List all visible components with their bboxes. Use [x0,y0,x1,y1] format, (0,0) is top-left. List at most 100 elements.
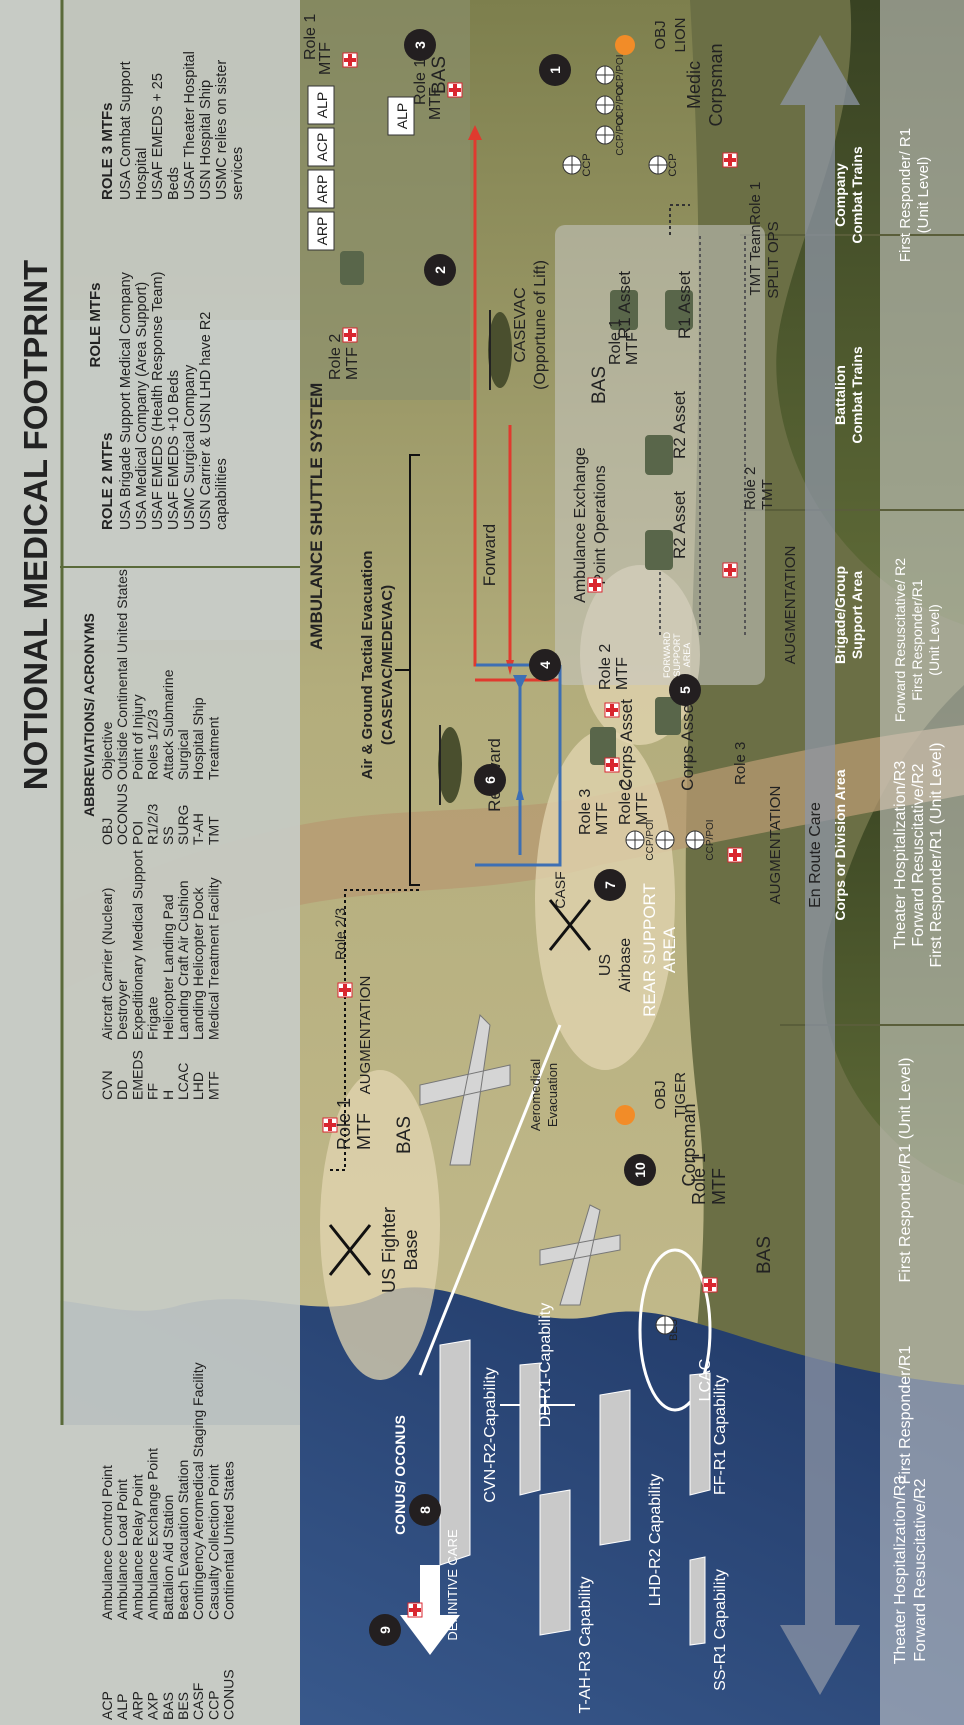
role1-coast: Role 1 [689,1153,709,1205]
role23-aug: AUGMENTATION [357,976,374,1095]
r1-vehicle-1 [610,290,638,330]
role2-item: USN Carrier & USN LHD have R2 [198,312,214,530]
air-ground-label-2: (CASEVAC/MEDEVAC) [379,585,396,745]
ss-ship [689,1556,706,1646]
abbrev-code: EMEDS [129,1050,145,1100]
role2-item: USA Brigade Support Medical Company [118,271,134,530]
abbrev-meaning: Ambulance Load Point [114,1479,130,1620]
abbrev-code: SURG [175,805,191,845]
abbrev-meaning: Beach Evacuation Station [175,1460,191,1620]
timeline-arrow [780,35,860,1695]
number-marker-label: 8 [417,1506,433,1514]
medic-label: Medic [684,61,704,109]
abbrev-code: OBJ [99,818,115,845]
corps-vehicle-2 [655,697,681,735]
role3-corps: Role 3 [577,789,594,835]
alp-chain-box [307,127,335,167]
mtf-coast: MTF [709,1168,729,1205]
abbrev-meaning: Medical Treatment Facility [205,877,221,1040]
number-marker-4 [529,649,561,681]
tah-ship [539,1489,571,1636]
helicopter-rear [438,727,462,803]
role1-fighter: Role 1 [334,1098,354,1150]
page-title: NOTIONAL MEDICAL FOOTPRINT [17,260,54,790]
obj-lion-2: LION [672,17,689,52]
role2-tmt-label: Role 2 [742,467,759,510]
abbrev-code: AXP [145,1692,161,1720]
number-marker-6 [474,764,506,796]
corps-asset-1: Corps Asset [617,699,636,791]
ccp-icon [595,95,615,115]
number-marker-label: 9 [377,1626,393,1634]
r2-vehicle-1 [645,435,673,475]
abbrev-code: CASF [190,1683,206,1720]
abbrev-code: FF [145,1083,161,1100]
us-fighter-1: US Fighter [379,1207,399,1293]
abbrev-meaning: Objective [99,721,115,780]
care-corps-3: First Responder/R1 (Unit Level) [928,743,945,968]
number-marker-9 [369,1614,401,1646]
role2-tmt-aug: AUGMENTATION [782,546,799,665]
ff-label: FF-R1 Capability [712,1375,729,1495]
role-mtfs-heading: ROLE MTFs [87,283,104,368]
role4-1: Role 4 [428,1566,443,1604]
tah-label: T-AH-R3 Capability [577,1577,594,1714]
alp-single-label: ALP [394,103,410,129]
mtf-shuttle-2: MTF [344,347,361,380]
obj-lion-1: OBJ [652,20,669,49]
abbrev-meaning: Expeditionary Medical Support [129,850,145,1040]
abbrev-code: T-AH [190,813,206,845]
ambulance-shuttle-label: AMBULANCE SHUTTLE SYSTEM [307,383,326,650]
role3-item: Beds [166,167,182,200]
airbase-us: US [597,954,614,976]
ccp-poi-3: CCP/POI [615,54,626,95]
medical-cross-icon [727,847,743,863]
number-marker-3 [404,29,436,61]
abbrev-code: OCONUS [114,784,130,845]
medical-cross-icon [337,982,353,998]
abbrev-meaning: Helicopter Landing Pad [160,894,176,1040]
fighter-base-x [328,1224,372,1276]
ccp-poi-2: CCP/POI [615,84,626,125]
number-marker-8 [409,1494,441,1526]
abbrev-meaning: Ambulance Exchange Point [145,1448,161,1620]
medical-cross-icon [722,152,738,168]
care-rear: First Responder/R1 (Unit Level) [897,1058,914,1283]
corps-asset-2: Corps Asset [678,699,697,791]
title-band [0,0,60,1725]
abbrev-code: CCP [205,1690,221,1720]
ccp-icon [595,65,615,85]
air-ground-label-1: Air & Ground Tactial Evacuation [359,551,376,780]
ccp-poi-4: CCP/POI [645,819,656,860]
bas-shuttle: BAS [429,56,450,94]
corpsman-tiger: Corpsman [679,1103,699,1186]
abbrev-meaning: Surgical [175,729,191,780]
role2-corps: Role 2 [617,779,634,825]
casf-label: CASF [552,871,568,908]
explosion-lion [615,35,635,55]
abbrev-meaning: Aircraft Carrier (Nuclear) [99,888,115,1040]
role3-item: USAF EMEDS + 25 [150,73,166,200]
obj-tiger-2: TIGER [672,1072,689,1118]
cvn-ship [439,1339,471,1566]
abbrev-meaning: Continental United States [221,1461,237,1620]
road [0,725,964,1025]
number-marker-label: 5 [677,686,693,694]
alp-chain-box [307,85,335,125]
abbrev-code: BAS [160,1692,176,1720]
abbrev-meaning: Point of Injury [129,694,145,780]
abbrev-code: MTF [205,1071,221,1100]
abbrev-code: ARP [129,1691,145,1720]
abbrev-heading: ABBREVIATIONS/ ACRONYMS [81,613,97,817]
role1-bas: Role 1 [607,319,624,365]
role3-heading: ROLE 3 MTFs [99,102,116,200]
ccp-icon [655,1315,675,1335]
number-marker-label: 1 [547,66,563,74]
alp-chain-box [307,211,335,251]
ccp-label-2: CCP [667,153,679,176]
medical-cross-icon [447,82,463,98]
axp-ops-label-2: Point Operations [592,465,609,584]
mtf-shuttle: MTF [317,42,334,75]
bas-coast: BAS [754,1236,775,1274]
care-brigade-2: First Responder/R1 [909,579,925,701]
